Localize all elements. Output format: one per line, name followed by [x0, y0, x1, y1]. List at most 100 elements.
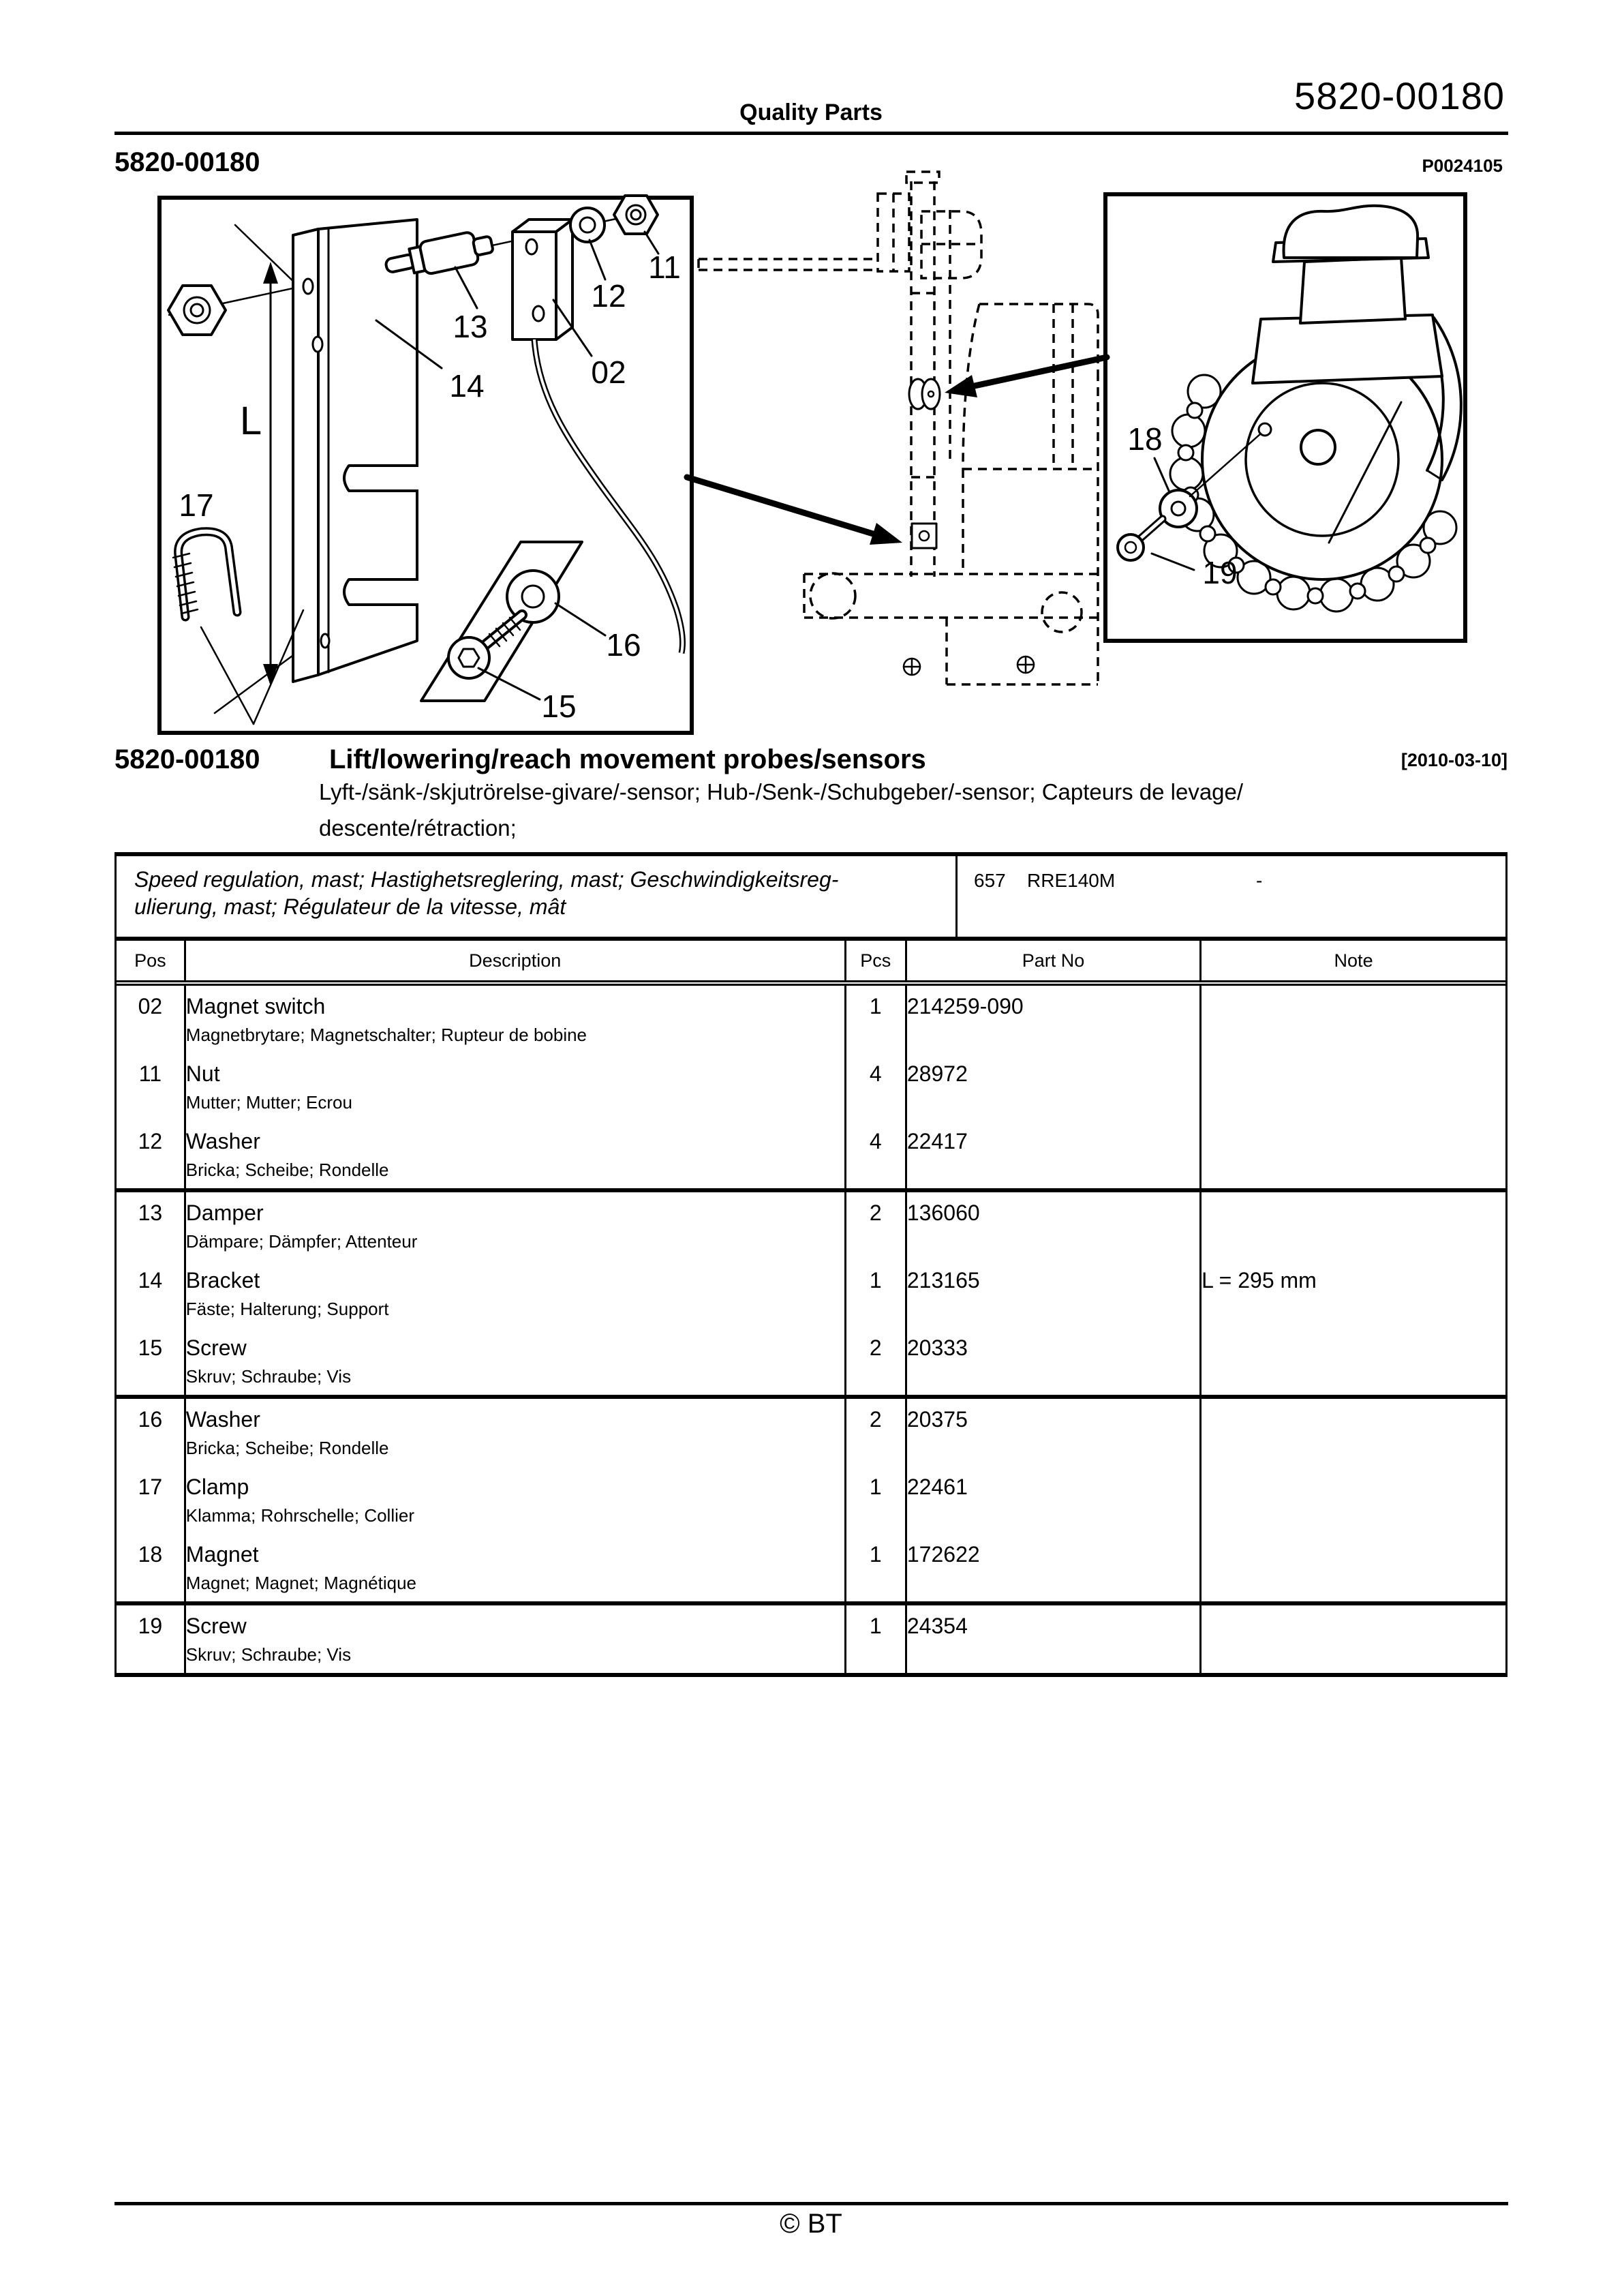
- group-header-line1: Speed regulation, mast; Hastighetsregler…: [134, 867, 839, 892]
- row-pcs: 1: [844, 1466, 906, 1534]
- row-pos: 14: [138, 1268, 163, 1293]
- table-row: 12 Washer Bricka; Scheibe; Rondelle 4 22…: [117, 1121, 1505, 1190]
- row-pcs: 4: [844, 1121, 906, 1190]
- left-figure-box: L 13 12 11 14 02 17 16 15: [157, 194, 694, 735]
- title-date: [2010-03-10]: [1401, 750, 1508, 770]
- row-description: Magnet Magnet; Magnet; Magnétique: [183, 1534, 846, 1603]
- row-description: Damper Dämpare; Dämpfer; Attenteur: [183, 1188, 846, 1260]
- table-row: 14 Bracket Fäste; Halterung; Support 1 2…: [117, 1260, 1505, 1327]
- pulley-wheel-drawing: [1201, 204, 1463, 581]
- page-title: Lift/lowering/reach movement probes/sens…: [329, 744, 926, 774]
- nut-drawing-left: [167, 284, 227, 336]
- row-desc-alt: Bricka; Scheibe; Rondelle: [185, 1160, 389, 1180]
- model-name: RRE140M: [1027, 870, 1116, 891]
- row-desc-main: Magnet switch: [185, 994, 326, 1018]
- row-note: [1199, 1053, 1505, 1121]
- page-header-title: Quality Parts: [739, 100, 883, 125]
- row-note: [1199, 1601, 1505, 1673]
- row-desc-alt: Klamma; Rohrschelle; Collier: [185, 1505, 415, 1526]
- row-part-no: 22461: [904, 1466, 1201, 1534]
- lift-chain-drawing: [1169, 374, 1458, 613]
- row-description: Washer Bricka; Scheibe; Rondelle: [183, 1395, 846, 1466]
- group-header-divider: [955, 856, 958, 937]
- row-pcs: 1: [844, 1260, 906, 1327]
- row-note: [1199, 1121, 1505, 1190]
- washer-drawing-16: [506, 569, 560, 624]
- title-subtitle-line1: Lyft-/sänk-/skjutrörelse-givare/-sensor;…: [319, 779, 1244, 804]
- row-part-no: 24354: [904, 1601, 1201, 1673]
- row-desc-alt: Skruv; Schraube; Vis: [185, 1644, 352, 1665]
- row-note: [1199, 1534, 1505, 1603]
- leader-line: [200, 626, 255, 725]
- table-group-header: Speed regulation, mast; Hastighetsregler…: [117, 856, 1505, 941]
- magnet-switch-drawing: [511, 218, 574, 341]
- row-desc-main: Clamp: [185, 1475, 249, 1499]
- washer-drawing-12: [569, 207, 606, 243]
- column-header-partno: Part No: [904, 941, 1201, 986]
- callout-19: 19: [1202, 555, 1237, 590]
- row-pos: 02: [138, 994, 163, 1018]
- right-figure-box: 18 19: [1103, 192, 1467, 643]
- row-desc-main: Bracket: [185, 1268, 260, 1293]
- row-desc-main: Magnet: [185, 1542, 259, 1567]
- leader-line: [1150, 552, 1195, 571]
- row-part-no: 213165: [904, 1260, 1201, 1327]
- row-desc-main: Washer: [185, 1129, 260, 1153]
- mount-plate-drawing: [420, 541, 583, 702]
- row-pos: 18: [138, 1542, 163, 1567]
- callout-17: 17: [179, 487, 213, 523]
- row-desc-alt: Dämpare; Dämpfer; Attenteur: [185, 1231, 418, 1252]
- row-desc-main: Screw: [185, 1614, 247, 1638]
- leader-line: [1153, 457, 1171, 494]
- row-description: Bracket Fäste; Halterung; Support: [183, 1260, 846, 1327]
- row-description: Magnet switch Magnetbrytare; Magnetschal…: [183, 983, 846, 1053]
- leader-line: [252, 609, 305, 725]
- footer-rule: [114, 2202, 1508, 2205]
- row-description: Screw Skruv; Schraube; Vis: [183, 1327, 846, 1397]
- row-desc-main: Damper: [185, 1200, 264, 1225]
- row-description: Nut Mutter; Mutter; Ecrou: [183, 1053, 846, 1121]
- row-desc-alt: Mutter; Mutter; Ecrou: [185, 1092, 352, 1113]
- callout-L: L: [240, 399, 262, 443]
- nut-drawing-11: [613, 194, 659, 235]
- row-part-no: 136060: [904, 1188, 1201, 1260]
- screw-drawing-19: [1116, 515, 1167, 562]
- callout-leaders-left: [375, 230, 660, 701]
- row-pcs: 1: [844, 1534, 906, 1603]
- table-row: 13 Damper Dämpare; Dämpfer; Attenteur 2 …: [117, 1188, 1505, 1260]
- row-desc-alt: Magnetbrytare; Magnetschalter; Rupteur d…: [185, 1025, 587, 1045]
- row-note: L = 295 mm: [1199, 1260, 1505, 1327]
- damper-drawing: [384, 231, 494, 275]
- header-rule: [114, 132, 1508, 135]
- model-note: -: [1256, 870, 1263, 891]
- row-description: Screw Skruv; Schraube; Vis: [183, 1601, 846, 1673]
- row-part-no: 20333: [904, 1327, 1201, 1397]
- callout-16: 16: [606, 627, 641, 663]
- table-row: 16 Washer Bricka; Scheibe; Rondelle 2 20…: [117, 1395, 1505, 1466]
- row-pcs: 1: [844, 983, 906, 1053]
- row-desc-alt: Bricka; Scheibe; Rondelle: [185, 1438, 389, 1458]
- section-code: 5820-00180: [114, 147, 260, 177]
- location-arrow-right: [945, 354, 1110, 397]
- title-subtitle-line2: descente/rétraction;: [319, 815, 517, 841]
- plate-code: P0024105: [1422, 155, 1503, 176]
- row-pos: 16: [117, 1395, 185, 1466]
- callout-12: 12: [591, 278, 626, 314]
- row-description: Washer Bricka; Scheibe; Rondelle: [183, 1121, 846, 1190]
- magnet-drawing: [1159, 432, 1262, 528]
- row-desc-alt: Fäste; Halterung; Support: [185, 1299, 389, 1319]
- row-pcs: 2: [844, 1395, 906, 1466]
- row-note: [1199, 1466, 1505, 1534]
- row-pos: 13: [117, 1188, 185, 1260]
- column-header-note: Note: [1199, 941, 1505, 986]
- row-part-no: 172622: [904, 1534, 1201, 1603]
- column-header-pos: Pos: [117, 941, 185, 986]
- row-part-no: 214259-090: [904, 983, 1201, 1053]
- row-pcs: 2: [844, 1188, 906, 1260]
- row-pos: 17: [138, 1475, 163, 1499]
- parts-table-body: 02 Magnet switch Magnetbrytare; Magnetsc…: [117, 983, 1505, 1673]
- row-pcs: 1: [844, 1601, 906, 1673]
- table-row: 11 Nut Mutter; Mutter; Ecrou 4 28972: [117, 1053, 1505, 1121]
- row-note: [1199, 1327, 1505, 1397]
